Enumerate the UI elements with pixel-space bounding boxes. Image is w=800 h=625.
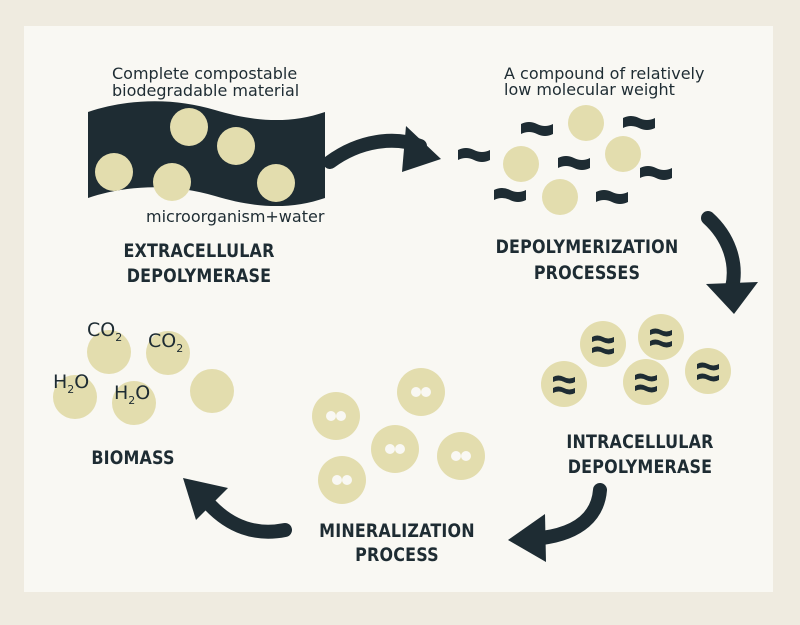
- intracellular-cells: [541, 314, 731, 407]
- co2-label-a: CO2: [87, 319, 123, 344]
- arrow-down-icon: [701, 211, 758, 314]
- arrow-left-icon: [508, 483, 607, 562]
- biomass-title: BIOMASS: [91, 447, 175, 469]
- extracellular-title-line1: EXTRACELLULAR: [123, 240, 275, 262]
- mineralization-title-line2: PROCESS: [355, 544, 439, 566]
- intracellular-title-line2: DEPOLYMERASE: [567, 456, 713, 478]
- arrow-up-left-icon: [183, 478, 292, 539]
- biomass-particles: [53, 330, 234, 425]
- intracellular-title-line1: INTRACELLULAR: [566, 431, 714, 453]
- h2o-label-a: H2O: [53, 371, 90, 396]
- extracellular-title-line2: DEPOLYMERASE: [126, 265, 272, 287]
- extracellular-desc-line2: biodegradable material: [112, 81, 300, 100]
- polymer-material: [88, 101, 325, 207]
- depolymerization-desc-line2: low molecular weight: [504, 80, 675, 99]
- depolymerization-desc-line1: A compound of relatively: [504, 64, 705, 83]
- mineralization-cells: [312, 368, 485, 504]
- mineralization-title-line1: MINERALIZATION: [319, 520, 475, 542]
- extracellular-desc-line1: Complete compostable: [112, 64, 298, 83]
- extracellular-agent-label: microorganism+water: [146, 207, 325, 226]
- h2o-label-b: H2O: [114, 382, 151, 407]
- depolymerized-fragments: [458, 105, 672, 215]
- arrow-right-icon: [323, 126, 441, 172]
- depolymerization-title-line1: DEPOLYMERIZATION: [495, 236, 679, 258]
- depolymerization-title-line2: PROCESSES: [533, 262, 641, 284]
- co2-label-b: CO2: [148, 330, 184, 355]
